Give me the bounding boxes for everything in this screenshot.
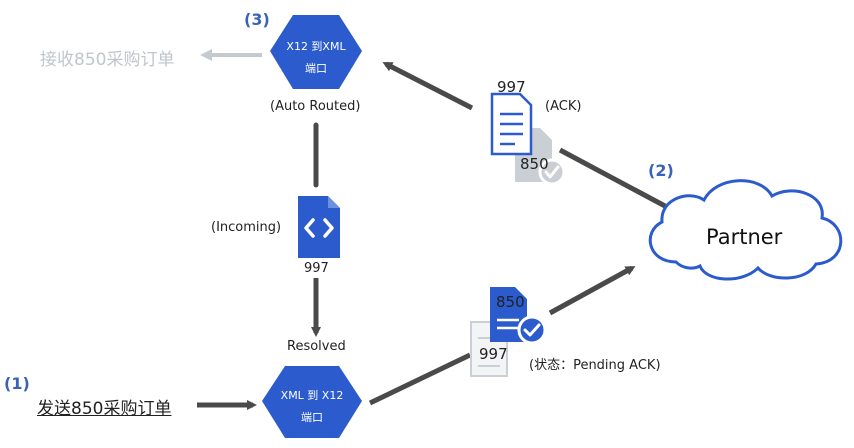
ack-top-code: 997 xyxy=(497,78,526,96)
partner-label[interactable]: Partner xyxy=(706,225,783,249)
pending-ack-status: (状态：Pending ACK) xyxy=(529,358,661,373)
connector-bottom-hex-to-ack xyxy=(368,352,472,406)
top-hex-text: X12 到XML 端口 xyxy=(270,38,362,76)
bottom-hex-text: XML 到 X12 端口 xyxy=(262,387,362,425)
step-1-label: (1) xyxy=(4,374,30,393)
ack-bottom-code: 850 xyxy=(496,293,525,311)
sent-850-document-icon xyxy=(490,287,547,345)
receive-850-label: 接收850采购订单 xyxy=(40,50,175,70)
bottom-hex-line1: XML 到 X12 xyxy=(280,389,344,402)
xml-to-x12-port-hexagon[interactable] xyxy=(262,366,362,438)
incoming-document-icon xyxy=(298,196,340,258)
ack-top-subcode: 850 xyxy=(520,155,549,173)
step-2-label: (2) xyxy=(648,161,674,180)
resolved-label: Resolved xyxy=(287,339,346,354)
arrow-ack-to-top-hex xyxy=(382,61,474,111)
connector-partner-to-ack xyxy=(558,147,667,209)
x12-to-xml-port-hexagon[interactable] xyxy=(270,15,362,89)
top-hex-line2: 端口 xyxy=(305,62,327,75)
incoming-label: (Incoming) xyxy=(211,220,282,235)
auto-routed-label: (Auto Routed) xyxy=(270,99,361,114)
incoming-code-label: 997 xyxy=(304,261,329,276)
top-hex-line1: X12 到XML xyxy=(286,40,346,53)
ack-997-document-icon xyxy=(490,92,533,156)
ack-top-label: (ACK) xyxy=(545,99,582,114)
arrow-ack-to-partner xyxy=(548,265,636,316)
send-850-link[interactable]: 发送850采购订单 xyxy=(37,399,172,419)
step-3-label: (3) xyxy=(244,10,270,29)
partner-cloud-shape[interactable] xyxy=(648,179,843,281)
ack-bottom-subcode: 997 xyxy=(479,345,508,363)
bottom-hex-line2: 端口 xyxy=(301,411,323,424)
